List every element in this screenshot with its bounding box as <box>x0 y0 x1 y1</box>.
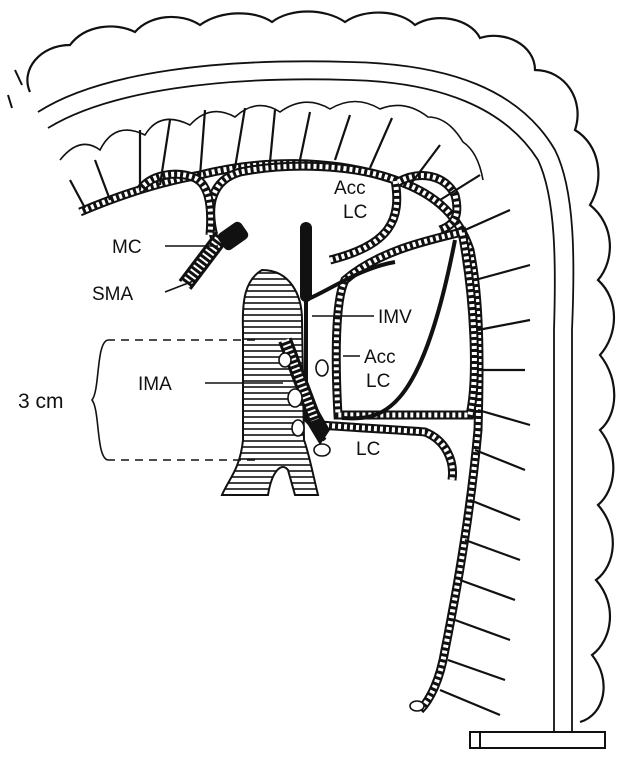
wall-dash-2 <box>7 94 13 109</box>
imv-trunk <box>300 222 312 302</box>
label-acc-lc-upper-1: Acc <box>334 178 366 199</box>
accessory-left-colic-loop <box>331 226 479 420</box>
distance-bracket <box>90 339 255 461</box>
label-leaders <box>164 245 374 384</box>
label-acc-lc-lower-2: LC <box>366 371 390 392</box>
colon-inner-wall-2 <box>47 78 556 745</box>
label-imv: IMV <box>378 307 412 328</box>
superior-mesenteric-artery <box>178 221 249 290</box>
label-distance: 3 cm <box>18 390 64 413</box>
wall-dash-1 <box>14 69 23 86</box>
vasa-recta <box>69 107 531 717</box>
label-sma: SMA <box>92 284 134 305</box>
label-ima: IMA <box>138 374 172 395</box>
inferior-mesenteric-artery <box>278 337 331 457</box>
left-colic-branch <box>319 420 458 481</box>
rectum-stump <box>409 700 606 749</box>
colon-outer-wall <box>26 10 616 724</box>
label-acc-lc-lower-1: Acc <box>364 347 396 368</box>
label-acc-lc-upper-2: LC <box>343 202 367 223</box>
inferior-mesenteric-vein <box>304 232 457 442</box>
mucosal-scallops-top <box>59 100 484 181</box>
colon-inner-wall-1 <box>37 60 575 740</box>
label-mc: MC <box>112 237 142 258</box>
label-lc: LC <box>356 439 380 460</box>
